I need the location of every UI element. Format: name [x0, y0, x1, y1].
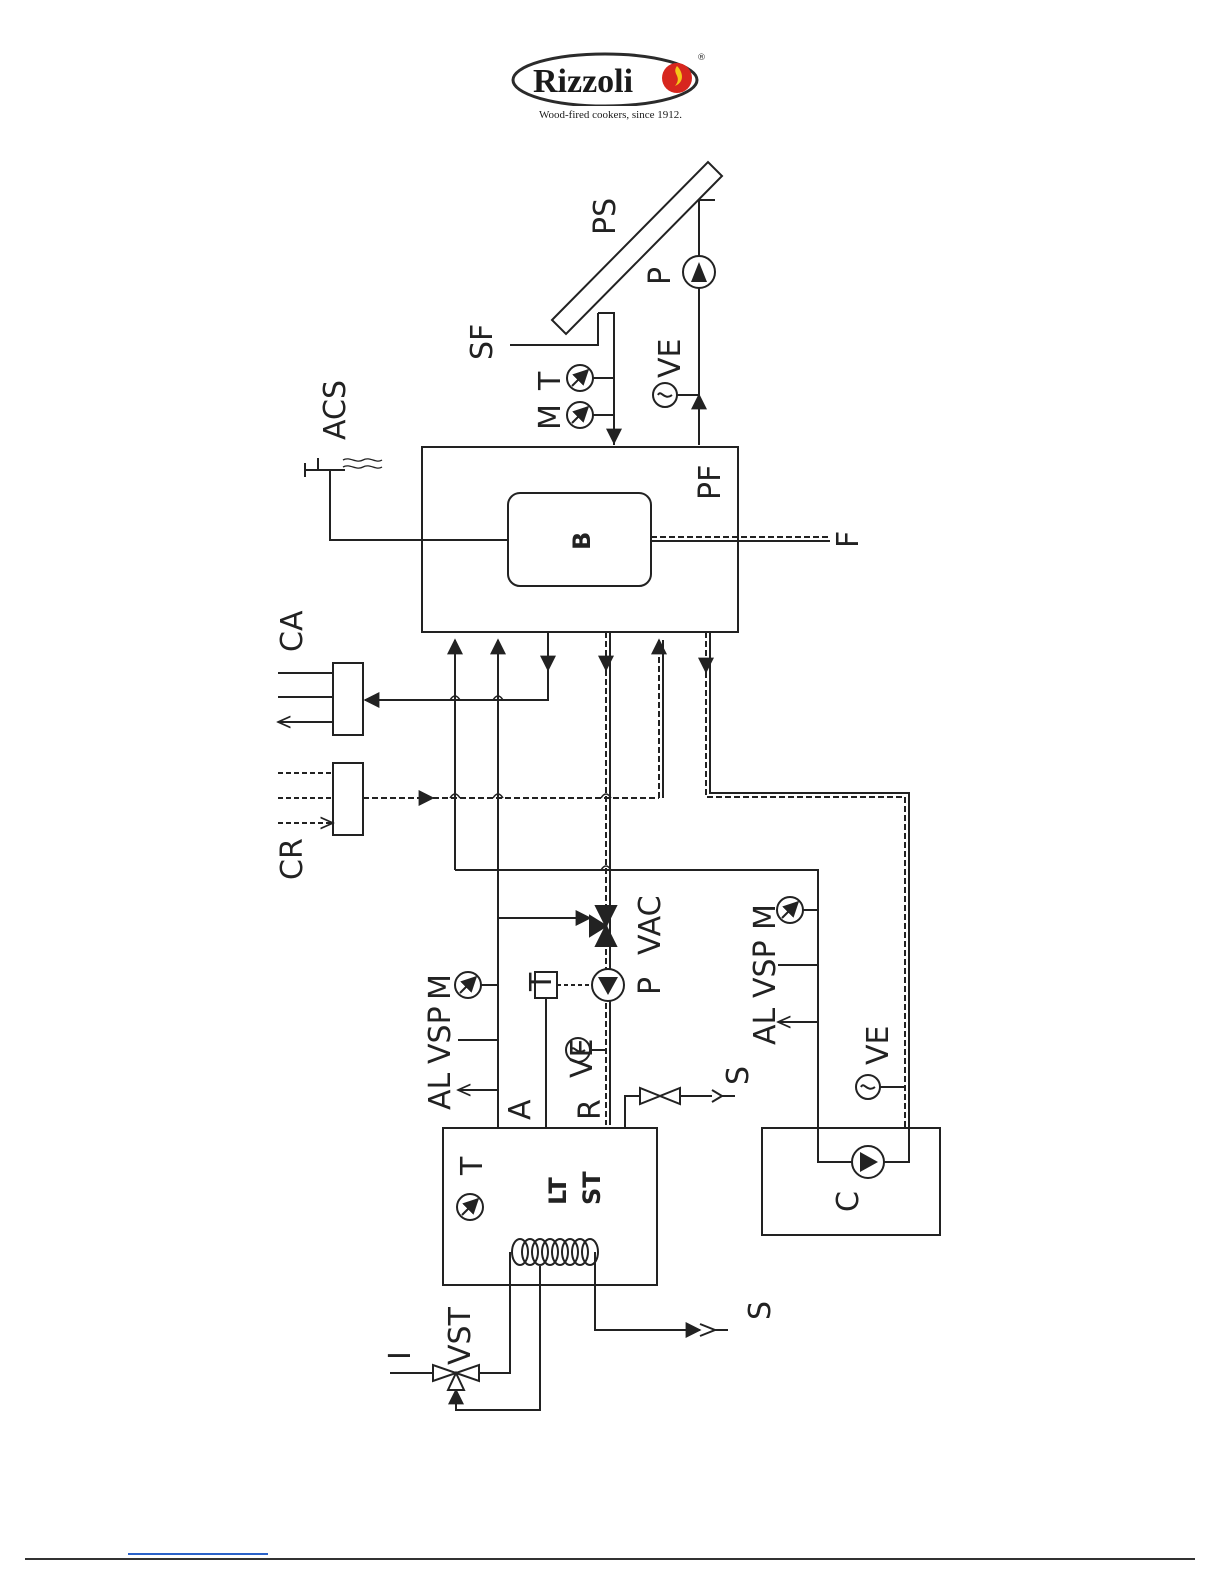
al-vsp-left-arrows [458, 1040, 498, 1090]
cr-box [333, 763, 363, 835]
expansion-vessel-right [856, 1075, 905, 1099]
label-s-bottom: S [743, 1301, 778, 1320]
label-vst: VST [443, 1306, 478, 1365]
label-lt: LT [544, 1177, 572, 1205]
expansion-vessel-solar [653, 383, 699, 407]
circulation-pump [592, 969, 624, 1001]
label-r: R [573, 1099, 608, 1120]
label-cr: CR [275, 838, 310, 880]
solar-pump [683, 256, 715, 288]
label-vac: VAC [633, 895, 668, 955]
vst-valve [390, 1365, 479, 1390]
ca-box [333, 663, 363, 735]
label-ps: PS [588, 198, 623, 235]
thermometer-top [567, 365, 614, 391]
label-pf: PF [693, 465, 728, 500]
manometer-right [777, 897, 818, 923]
label-c: C [831, 1191, 866, 1212]
label-f: F [831, 531, 866, 548]
label-ve-mid: VE [565, 1039, 600, 1078]
label-st: ST [578, 1171, 606, 1205]
thermometer-boiler [457, 1194, 483, 1220]
al-vsp-right-arrows [778, 965, 818, 1022]
label-s-right: S [721, 1066, 756, 1085]
label-sf: SF [465, 324, 500, 360]
label-al-right: AL [748, 1007, 783, 1045]
manometer-left [455, 972, 498, 998]
manometer-top [567, 402, 614, 428]
label-m-top: M [533, 404, 568, 430]
faucet-icon [305, 458, 382, 488]
label-vsp-left: VSP [423, 1006, 458, 1064]
label-m-right: M [748, 904, 783, 930]
label-i: I [383, 1351, 418, 1360]
label-t-top: T [533, 371, 568, 391]
footer-link-underline[interactable] [128, 1553, 268, 1555]
label-p-solar: P [643, 267, 678, 285]
label-p-mid: P [633, 977, 668, 995]
label-al-left: AL [423, 1072, 458, 1110]
label-ve-right: VE [861, 1026, 896, 1065]
label-m-left: M [423, 974, 458, 1000]
label-acs: ACS [318, 380, 353, 440]
solar-panel [552, 162, 722, 334]
footer-divider [25, 1558, 1195, 1560]
solar-pump-pipe [699, 200, 715, 445]
drain-valve [625, 1088, 735, 1128]
label-b: B [568, 532, 596, 550]
c-unit [762, 1128, 940, 1235]
label-a: A [503, 1099, 538, 1120]
label-ve-solar: VE [653, 339, 688, 378]
label-t-boiler: T [455, 1156, 490, 1176]
vac-valve [590, 906, 616, 946]
label-t-sensor: T [524, 972, 559, 992]
label-vsp-right: VSP [748, 940, 783, 998]
label-ca: CA [275, 610, 310, 652]
